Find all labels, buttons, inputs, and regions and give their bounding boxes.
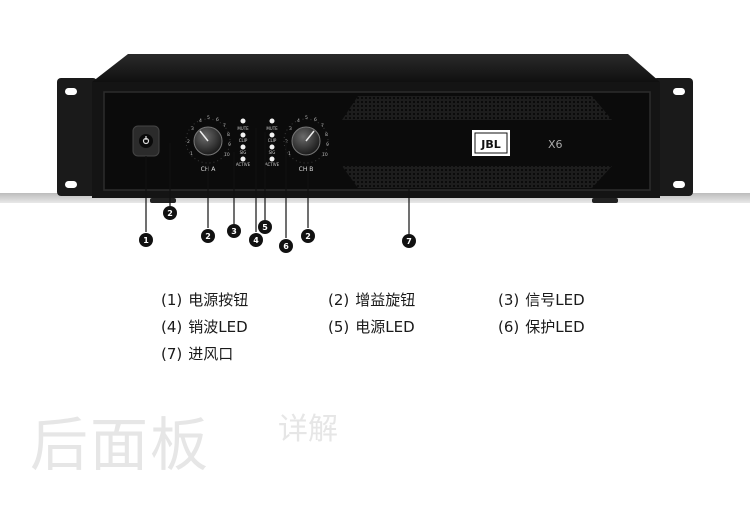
legend-item-5: (5)电源LED — [328, 318, 415, 336]
svg-text:7: 7 — [223, 123, 226, 129]
vent-grille-top — [342, 96, 612, 120]
model-label: X6 — [548, 138, 563, 151]
svg-text:6: 6 — [283, 242, 289, 251]
vent-grille-bottom — [342, 166, 612, 188]
mute-led-a — [240, 118, 246, 124]
foot-right — [592, 198, 618, 203]
svg-text:MUTE: MUTE — [266, 126, 278, 131]
svg-text:9: 9 — [326, 142, 329, 148]
svg-text:3: 3 — [191, 126, 194, 132]
callout-leaders — [145, 128, 410, 238]
legend-item-2: (2)增益旋钮 — [328, 291, 416, 309]
svg-text:2: 2 — [305, 232, 311, 241]
knob-scale-ch-a: 1 2 3 4 5 6 7 8 9 10 — [187, 115, 231, 158]
signal-led-a — [240, 144, 246, 150]
callout-4: 4 — [249, 233, 263, 247]
chassis-top — [92, 54, 660, 82]
legend-item-1: (1)电源按钮 — [161, 291, 249, 309]
svg-text:ACTIVE: ACTIVE — [265, 162, 280, 167]
svg-text:2: 2 — [187, 139, 190, 145]
svg-text:8: 8 — [227, 132, 230, 138]
svg-text:10: 10 — [224, 152, 230, 158]
svg-text:5: 5 — [207, 115, 210, 121]
svg-text:5: 5 — [262, 223, 268, 232]
svg-text:CLIP: CLIP — [239, 138, 248, 143]
callout-1: 1 — [139, 233, 153, 247]
svg-text:4: 4 — [199, 118, 202, 124]
channel-b-label: CH B — [299, 166, 314, 173]
footer-subtitle: 详解 — [278, 412, 338, 447]
svg-text:8: 8 — [325, 132, 328, 138]
active-led-a — [240, 156, 246, 162]
right-rack-ear — [653, 78, 693, 196]
legend-item-3: (3)信号LED — [498, 291, 585, 309]
svg-text:SIG: SIG — [240, 150, 247, 155]
clip-led-b — [269, 132, 275, 138]
svg-text:6: 6 — [216, 117, 219, 123]
callout-2b: 2 — [201, 229, 215, 243]
svg-text:CLIP: CLIP — [268, 138, 277, 143]
left-rack-ear — [57, 78, 97, 196]
svg-text:5: 5 — [305, 115, 308, 121]
legend-item-6: (6)保护LED — [498, 318, 585, 336]
foot-left — [150, 198, 176, 203]
svg-text:4: 4 — [253, 236, 259, 245]
svg-text:1: 1 — [288, 151, 291, 157]
legend-item-7: (7)进风口 — [161, 345, 234, 363]
led-column-ch-a: MUTE CLIP SIG ACTIVE — [236, 118, 251, 167]
active-led-b — [269, 156, 275, 162]
legend-item-4: (4)销波LED — [161, 318, 248, 336]
svg-text:JBL: JBL — [480, 138, 501, 151]
svg-text:9: 9 — [228, 142, 231, 148]
svg-text:SIG: SIG — [269, 150, 276, 155]
svg-text:1: 1 — [143, 236, 149, 245]
footer-title: 后面板 — [30, 411, 211, 479]
callout-3: 3 — [227, 224, 241, 238]
clip-led-a — [240, 132, 246, 138]
svg-text:2: 2 — [167, 209, 173, 218]
jbl-logo: JBL — [472, 130, 510, 156]
svg-text:3: 3 — [231, 227, 237, 236]
power-button[interactable] — [132, 125, 160, 157]
led-column-ch-b: MUTE CLIP SIG ACTIVE — [265, 118, 280, 167]
mute-led-b — [269, 118, 275, 124]
callout-6: 6 — [279, 239, 293, 253]
svg-text:10: 10 — [322, 152, 328, 158]
callout-2a: 2 — [163, 206, 177, 220]
callout-2c: 2 — [301, 229, 315, 243]
gain-knob-ch-b[interactable] — [283, 118, 329, 164]
signal-led-b — [269, 144, 275, 150]
svg-text:4: 4 — [297, 118, 300, 124]
callout-5: 5 — [258, 220, 272, 234]
callout-markers: 1 2 2 3 4 5 6 2 7 — [139, 206, 416, 253]
svg-text:3: 3 — [289, 126, 292, 132]
callout-7: 7 — [402, 234, 416, 248]
svg-text:MUTE: MUTE — [237, 126, 249, 131]
svg-text:7: 7 — [321, 123, 324, 129]
svg-text:1: 1 — [190, 151, 193, 157]
amplifier-illustration: 1 2 3 4 5 6 7 8 9 10 1 2 3 4 5 6 7 8 9 1… — [57, 54, 693, 253]
svg-text:2: 2 — [205, 232, 211, 241]
svg-text:7: 7 — [406, 237, 412, 246]
svg-text:6: 6 — [314, 117, 317, 123]
gain-knob-ch-a[interactable] — [185, 118, 231, 164]
svg-text:ACTIVE: ACTIVE — [236, 162, 251, 167]
